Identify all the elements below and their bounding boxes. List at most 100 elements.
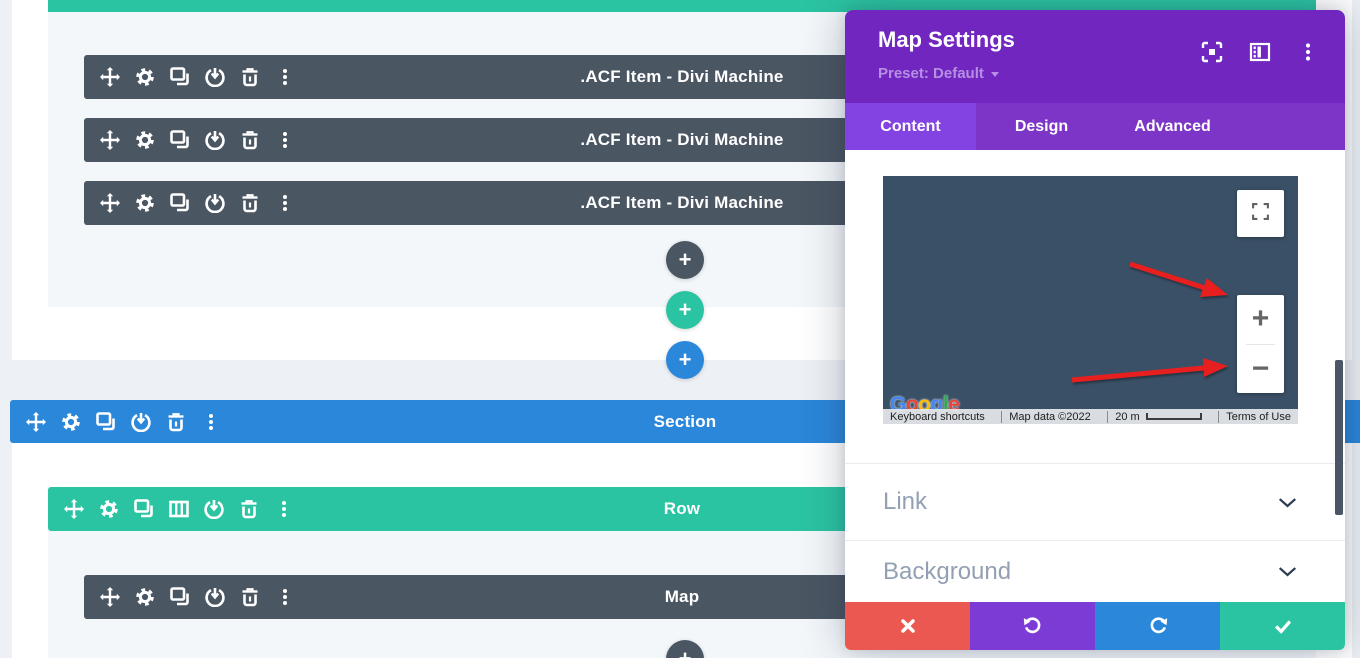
- settings-gear-icon[interactable]: [135, 193, 155, 213]
- divider: [845, 463, 1345, 464]
- redo-button[interactable]: [1095, 602, 1220, 650]
- more-options-icon[interactable]: [275, 67, 295, 87]
- zoom-in-button[interactable]: +: [1251, 302, 1270, 336]
- add-section-button[interactable]: +: [666, 341, 704, 379]
- tab-design[interactable]: Design: [1014, 117, 1069, 135]
- trash-icon[interactable]: [240, 193, 260, 213]
- duplicate-icon[interactable]: [170, 67, 190, 87]
- add-module-button-bottom[interactable]: +: [666, 640, 704, 658]
- module-controls: [84, 193, 295, 213]
- duplicate-icon[interactable]: [170, 587, 190, 607]
- duplicate-icon[interactable]: [170, 193, 190, 213]
- chevron-down-icon: [1278, 497, 1297, 508]
- module-controls: [84, 67, 295, 87]
- move-icon[interactable]: [64, 499, 84, 519]
- module-label: .ACF Item - Divi Machine: [580, 193, 784, 212]
- save-to-library-icon[interactable]: [205, 587, 225, 607]
- modal-title: Map Settings: [878, 27, 1015, 52]
- option-group-label: Link: [883, 488, 928, 515]
- more-options-icon[interactable]: [275, 193, 295, 213]
- terms-of-use-link[interactable]: Terms of Use: [1218, 410, 1298, 423]
- settings-gear-icon[interactable]: [135, 130, 155, 150]
- option-group-link[interactable]: Link: [845, 464, 1345, 540]
- more-options-icon[interactable]: [201, 412, 221, 432]
- modal-header: Map Settings Preset: Default: [845, 10, 1345, 103]
- preset-selector[interactable]: Preset: Default: [878, 65, 999, 82]
- close-icon: [900, 619, 915, 633]
- more-options-icon[interactable]: [275, 587, 295, 607]
- more-options-icon[interactable]: [275, 130, 295, 150]
- modal-scrollbar-thumb[interactable]: [1335, 360, 1343, 515]
- save-to-library-icon[interactable]: [204, 499, 224, 519]
- plus-icon: +: [678, 247, 692, 272]
- move-icon[interactable]: [100, 587, 120, 607]
- save-to-library-icon[interactable]: [205, 130, 225, 150]
- column-layout-icon[interactable]: [169, 499, 189, 519]
- settings-gear-icon[interactable]: [99, 499, 119, 519]
- move-icon[interactable]: [100, 67, 120, 87]
- move-icon[interactable]: [100, 193, 120, 213]
- trash-icon[interactable]: [166, 412, 186, 432]
- annotation-arrows: [1071, 261, 1228, 383]
- section-controls: [10, 411, 221, 432]
- keyboard-shortcuts-link[interactable]: Keyboard shortcuts: [890, 410, 985, 423]
- option-group-label: Background: [883, 557, 1012, 585]
- zoom-control-divider: [1246, 343, 1275, 345]
- map-settings-modal: Map Settings Preset: Default Content Des…: [845, 10, 1345, 650]
- settings-gear-icon[interactable]: [61, 412, 81, 432]
- row-edge-strip: [48, 0, 1316, 12]
- tab-advanced[interactable]: Advanced: [1134, 117, 1211, 135]
- module-controls: [84, 587, 295, 607]
- plus-icon: +: [678, 347, 692, 372]
- move-icon[interactable]: [26, 411, 46, 432]
- map-fullscreen-button[interactable]: [1237, 190, 1284, 237]
- zoom-out-button[interactable]: −: [1251, 351, 1270, 385]
- section-label: Section: [653, 411, 717, 431]
- add-module-button[interactable]: +: [666, 241, 704, 279]
- settings-gear-icon[interactable]: [135, 587, 155, 607]
- undo-button[interactable]: [970, 602, 1095, 650]
- modal-actions: [845, 602, 1345, 650]
- map-module-label: Map: [664, 587, 700, 606]
- move-icon[interactable]: [100, 130, 120, 150]
- trash-icon[interactable]: [240, 130, 260, 150]
- modal-header-icons: [1201, 41, 1319, 63]
- panel-layout-icon[interactable]: [1249, 41, 1271, 63]
- module-label: .ACF Item - Divi Machine: [580, 67, 784, 86]
- module-controls: [84, 130, 295, 150]
- option-group-background[interactable]: Background: [845, 541, 1345, 602]
- row-label: Row: [663, 499, 701, 518]
- more-options-icon[interactable]: [274, 499, 294, 519]
- map-preview[interactable]: + − Google Keyboard shortcuts Map data ©…: [883, 176, 1298, 424]
- trash-icon[interactable]: [240, 587, 260, 607]
- trash-icon[interactable]: [239, 499, 259, 519]
- kebab-menu-icon[interactable]: [1297, 41, 1319, 63]
- scale-label: 20 m: [1115, 410, 1140, 423]
- duplicate-icon[interactable]: [134, 499, 154, 519]
- save-to-library-icon[interactable]: [131, 412, 151, 432]
- map-scale-bar: [1145, 413, 1202, 420]
- focus-mode-icon[interactable]: [1201, 41, 1223, 63]
- plus-icon: +: [678, 297, 692, 322]
- check-icon: [1274, 620, 1291, 634]
- divider: [845, 540, 1345, 541]
- row-controls: [48, 499, 294, 519]
- save-button[interactable]: [1220, 602, 1345, 650]
- cancel-button[interactable]: [845, 602, 970, 650]
- save-to-library-icon[interactable]: [205, 67, 225, 87]
- duplicate-icon[interactable]: [96, 411, 116, 432]
- module-label: .ACF Item - Divi Machine: [580, 130, 784, 149]
- trash-icon[interactable]: [240, 67, 260, 87]
- undo-icon: [1023, 617, 1040, 634]
- save-to-library-icon[interactable]: [205, 193, 225, 213]
- duplicate-icon[interactable]: [170, 130, 190, 150]
- settings-gear-icon[interactable]: [135, 67, 155, 87]
- modal-body: + − Google Keyboard shortcuts Map data ©…: [845, 150, 1345, 602]
- tab-content[interactable]: Content: [845, 103, 976, 150]
- map-data-label: Map data ©2022: [1001, 410, 1098, 423]
- add-row-button[interactable]: +: [666, 291, 704, 329]
- chevron-down-icon: [1278, 566, 1297, 577]
- fullscreen-icon: [1251, 202, 1270, 226]
- redo-icon: [1150, 617, 1167, 634]
